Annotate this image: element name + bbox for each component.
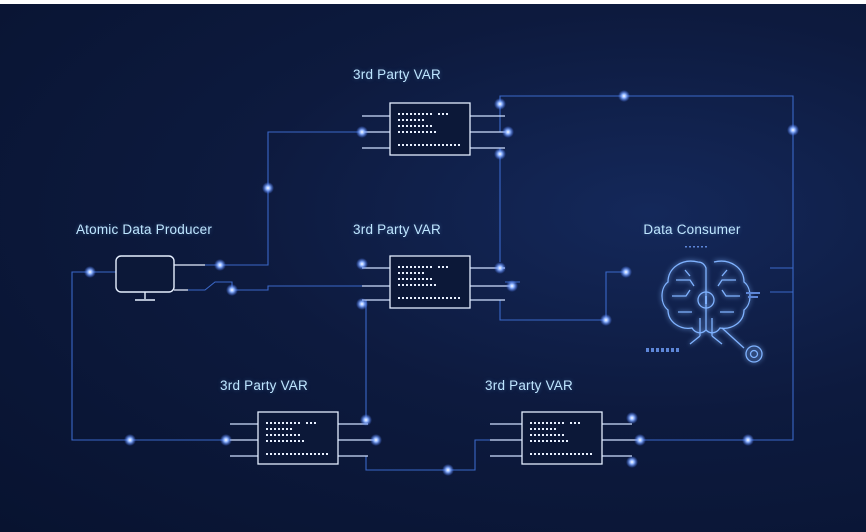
var-label-top: 3rd Party VAR: [353, 67, 441, 82]
trace-producer-top: [174, 131, 362, 266]
var-chip-bottom-left: [230, 411, 376, 465]
circuit-brain-icon: [661, 260, 763, 363]
trace-top-down: [499, 147, 505, 262]
var-chip-bottom-right: [490, 411, 640, 465]
monitor-icon: [115, 255, 205, 301]
brain-accent-marks: [646, 246, 760, 352]
trace-bottom-link: [365, 439, 490, 471]
trace-producer-bottomleft: [71, 271, 230, 441]
trace-middle-bottomleft: [362, 299, 367, 420]
trace-consumer-border: [770, 267, 793, 293]
var-label-middle: 3rd Party VAR: [353, 222, 441, 237]
producer-label: Atomic Data Producer: [75, 222, 213, 237]
var-label-bottom-left: 3rd Party VAR: [220, 378, 308, 393]
var-chip-top: [362, 102, 510, 156]
glow-points: [84, 90, 799, 476]
consumer-label: Data Consumer: [643, 222, 741, 237]
var-label-bottom-right: 3rd Party VAR: [485, 378, 573, 393]
var-chip-middle: [362, 255, 510, 309]
trace-middle-consumer: [499, 271, 626, 321]
trace-producer-middle: [174, 281, 362, 291]
top-border: [0, 0, 866, 4]
